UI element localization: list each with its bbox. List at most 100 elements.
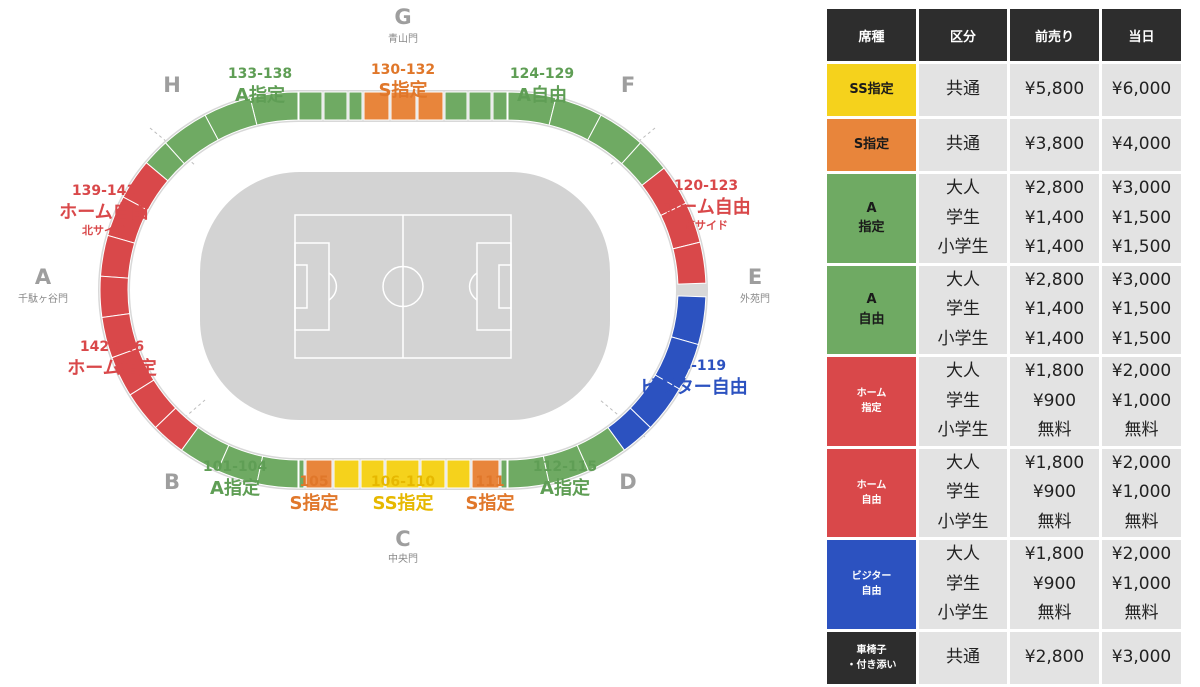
seat-section-top-9 — [492, 91, 508, 121]
block-133-138-name: A指定 — [235, 84, 285, 106]
seat-type-label: 自由 — [858, 311, 885, 327]
day-price-cell: ¥2,000 ¥1,000 無料 — [1102, 448, 1181, 537]
block-130-132-name: S指定 — [379, 79, 428, 101]
price-value: ¥1,800 — [1024, 361, 1085, 381]
block-142-146-name: ホーム指定 — [67, 357, 156, 379]
price-value: ¥2,000 — [1111, 452, 1172, 473]
price-value: ¥2,000 — [1111, 544, 1172, 564]
block-142-146-range: 142-146 — [80, 339, 144, 355]
price-value: 無料 — [1124, 420, 1159, 440]
price-value: ¥6,000 — [1111, 79, 1172, 100]
category-label: 学生 — [946, 482, 980, 502]
seat-section-bottom-6 — [420, 459, 446, 489]
header-day-price: 当日 — [1102, 9, 1181, 61]
gate-h-letter: H — [163, 73, 181, 97]
block-106-110-name: SS指定 — [372, 492, 433, 514]
price-value: ¥3,000 — [1111, 646, 1172, 667]
block-120-123-sub: 南サイド — [684, 218, 728, 232]
gate-a-name: 千駄ヶ谷門 — [18, 292, 68, 305]
seat-section-top-8 — [468, 91, 492, 121]
seat-section-top-3 — [348, 91, 363, 121]
seat-type-label: 自由 — [861, 586, 882, 598]
day-price-cell: ¥6,000 — [1102, 64, 1181, 116]
block-101-104-range: 101-104 — [203, 459, 268, 475]
seat-type-cell: ホーム指定 — [827, 357, 916, 446]
seat-section-top-5 — [390, 91, 417, 121]
seat-section-top-7 — [444, 91, 468, 121]
price-value: ¥900 — [1032, 482, 1077, 502]
block-111-range: 111 — [475, 474, 504, 490]
block-105-name: S指定 — [290, 492, 339, 514]
category-label: 小学生 — [937, 511, 989, 532]
block-116-119-name: ビジター自由 — [640, 376, 748, 398]
price-value: ¥1,400 — [1024, 328, 1085, 349]
category-cell: 共通 — [919, 119, 1007, 171]
seat-section-top-4 — [363, 91, 390, 121]
seat-section-top-2 — [323, 91, 348, 121]
seat-section-bottom-3 — [333, 459, 360, 489]
category-label: 大人 — [946, 269, 980, 290]
block-124-129-name: A自由 — [517, 84, 567, 106]
category-label: 大人 — [946, 544, 980, 564]
category-cell: 共通 — [919, 631, 1007, 684]
seat-section-bottom-1 — [298, 459, 305, 489]
header-category: 区分 — [919, 9, 1007, 61]
seat-type-cell: A 自由 — [827, 265, 916, 354]
seat-section-bottom-5 — [385, 459, 420, 489]
seat-section-bottom-9 — [500, 459, 508, 489]
block-130-132-range: 130-132 — [371, 62, 435, 78]
day-price-cell: ¥3,000 — [1102, 631, 1181, 684]
seat-type-label: 自由 — [861, 494, 882, 506]
price-value: ¥2,800 — [1024, 646, 1085, 667]
seat-type-cell: 車椅子・付き添い — [827, 631, 916, 684]
price-value: 無料 — [1124, 511, 1159, 532]
category-label: 学生 — [946, 390, 980, 411]
block-111-name: S指定 — [466, 492, 515, 514]
day-price-cell: ¥4,000 — [1102, 119, 1181, 171]
category-label: 大人 — [946, 178, 980, 198]
category-cell: 大人学生小学生 — [919, 174, 1007, 263]
seat-section-bottom-2 — [305, 459, 333, 489]
seat-type-label: S指定 — [853, 137, 890, 153]
seat-type-label: 車椅子 — [856, 644, 887, 656]
price-value: ¥2,000 — [1111, 361, 1172, 381]
advance-price-cell: ¥3,800 — [1010, 119, 1099, 171]
seat-type-label: A — [866, 292, 877, 308]
advance-price-cell: ¥2,800 ¥1,400 ¥1,400 — [1010, 174, 1099, 263]
price-value: ¥900 — [1032, 573, 1077, 594]
block-105-range: 105 — [299, 474, 328, 490]
price-value: ¥1,500 — [1111, 328, 1172, 349]
gate-a-letter: A — [35, 265, 52, 289]
block-120-123-range: 120-123 — [674, 178, 738, 194]
price-value: ¥1,400 — [1024, 207, 1085, 228]
gate-e-letter: E — [748, 265, 762, 289]
track-area — [200, 172, 610, 420]
price-value: 無料 — [1124, 603, 1159, 623]
price-value: ¥1,400 — [1024, 237, 1085, 257]
seat-section-east-7 — [672, 241, 707, 285]
seat-type-cell: SS指定 — [827, 64, 916, 116]
category-cell: 共通 — [919, 64, 1007, 116]
category-label: 共通 — [946, 646, 980, 667]
block-120-123-name: ホーム自由 — [661, 196, 750, 218]
day-price-cell: ¥3,000¥1,500¥1,500 — [1102, 174, 1181, 263]
price-value: 無料 — [1037, 511, 1072, 532]
category-label: 共通 — [946, 134, 980, 155]
block-116-119-range: 116-119 — [662, 358, 726, 374]
price-table-header-row: 席種 区分 前売り 当日 — [827, 9, 1181, 61]
price-value: ¥2,800 — [1024, 178, 1085, 198]
seat-section-top-1 — [298, 91, 323, 121]
seat-type-cell: S指定 — [827, 119, 916, 171]
price-value: ¥1,000 — [1111, 482, 1172, 502]
block-124-129-range: 124-129 — [510, 66, 574, 82]
price-row: S指定 共通 ¥3,800 ¥4,000 — [827, 119, 1181, 171]
soccer-pitch — [294, 214, 512, 359]
price-value: ¥3,800 — [1024, 134, 1085, 155]
category-label: 大人 — [946, 361, 980, 381]
